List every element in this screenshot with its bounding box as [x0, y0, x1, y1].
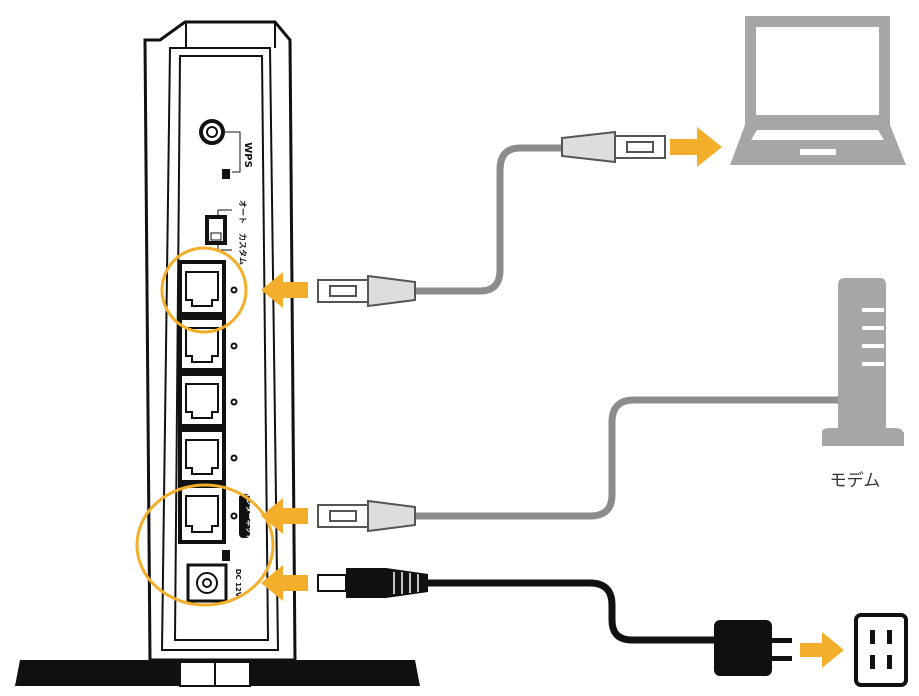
power-cable	[428, 579, 716, 644]
wps-button[interactable]	[199, 119, 225, 145]
internet-port-label: インターネット	[245, 492, 254, 541]
modem-cable	[415, 396, 838, 520]
lan-port-2[interactable]	[178, 316, 226, 372]
arrow-laptop-icon	[670, 127, 722, 167]
arrow-internet-icon	[261, 498, 308, 534]
mode-auto-label: オート	[238, 200, 247, 224]
power-plug	[317, 568, 428, 598]
lan-plug-router	[317, 274, 416, 308]
modem-label: モデム	[830, 470, 881, 491]
power-label: DC 12V	[234, 569, 242, 598]
lan-ports	[178, 260, 226, 544]
lan-cable	[415, 144, 562, 295]
ac-adapter	[714, 620, 792, 676]
modem-icon	[822, 278, 904, 446]
lan-plug-laptop	[561, 130, 666, 164]
mode-custom-label: カスタム	[238, 233, 248, 265]
highlight-lan-port	[160, 246, 248, 334]
arrow-outlet-icon	[800, 632, 844, 668]
highlight-internet-power	[135, 483, 275, 607]
arrow-power-icon	[261, 565, 308, 601]
wall-outlet-icon	[854, 613, 908, 687]
lan-plug-modem	[317, 499, 416, 533]
laptop-icon	[730, 16, 906, 165]
wps-label: WPS	[242, 142, 253, 168]
wps-led	[222, 169, 230, 179]
power-jack[interactable]	[186, 563, 228, 603]
arrow-lan-icon	[261, 272, 308, 308]
router-base	[15, 660, 420, 687]
